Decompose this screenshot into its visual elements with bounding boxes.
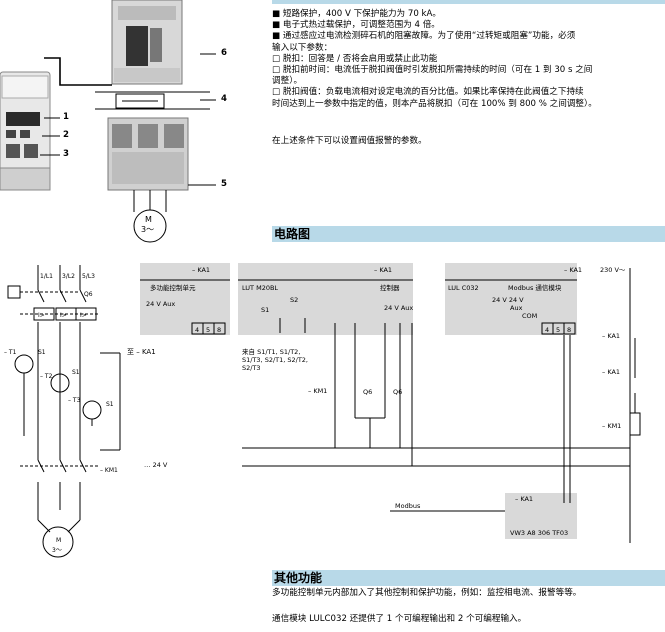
svg-text:Aux: Aux [510,304,523,312]
svg-text:S1: S1 [261,306,269,314]
callout-2: 2 [63,130,69,140]
svg-text:– KA1: – KA1 [602,368,620,376]
svg-text:S2: S2 [290,296,298,304]
svg-text:Q6: Q6 [363,388,372,396]
bullet-line: ■ 通过感应过电流检测碎石机的阻塞故障。为了使用“过转矩或阻塞”功能，必须 [272,31,576,42]
callout-1: 1 [63,112,69,122]
svg-text:来自 S1/T1, S1/T2,: 来自 S1/T1, S1/T2, [242,347,300,356]
svg-text:Q6: Q6 [84,291,93,298]
bullet-line: ■ 短路保护，400 V 下保护能力为 70 kA。 [272,9,441,19]
motor-phase: 3～ [141,225,155,234]
svg-text:4: 4 [195,326,199,334]
circuit-section-bar: 电路图 [272,226,665,242]
svg-text:5/L3: 5/L3 [82,273,95,280]
callout-6: 6 [221,48,227,58]
svg-text:LUT M20BL: LUT M20BL [242,284,278,292]
svg-text:Modbus: Modbus [395,502,421,510]
top-bar [272,0,665,4]
svg-text:I>: I> [60,312,67,319]
other-line1: 多功能控制单元内部加入了其他控制和保护功能，例如：监控相电流、报警等等。 [272,588,582,598]
bullet-line: 时间达到上一参数中指定的值，则本产品将脱扣（可在 100% 到 800 % 之间… [272,98,597,109]
svg-text:– KA1: – KA1 [602,332,620,340]
svg-text:24 V Aux: 24 V Aux [384,304,413,312]
svg-text:M: M [56,537,61,544]
svg-text:– KM1: – KM1 [100,467,118,474]
svg-text:S1: S1 [106,401,114,408]
svg-text:3～: 3～ [52,547,62,554]
svg-text:– KA1: – KA1 [564,266,582,274]
motor-m: M [145,215,152,224]
svg-text:3/L2: 3/L2 [62,273,75,280]
circuit-section-title: 电路图 [274,227,311,241]
svg-text:S1: S1 [72,369,80,376]
top-note: 在上述条件下可以设置阀值报警的参数。 [272,136,427,146]
svg-text:COM: COM [522,312,537,320]
svg-text:– KA1: – KA1 [515,495,533,503]
svg-text:VW3 A8 306 TF03: VW3 A8 306 TF03 [510,529,568,537]
bullet-line: □ 脱扣：回答是 / 否将会启用或禁止此功能 [272,53,438,64]
svg-text:– T3: – T3 [68,397,81,404]
svg-text:S2/T3: S2/T3 [242,364,261,372]
svg-text:230 V～: 230 V～ [600,266,626,274]
svg-text:Q6: Q6 [393,388,402,396]
svg-text:控制器: 控制器 [380,283,400,292]
svg-text:多功能控制单元: 多功能控制单元 [150,283,196,292]
ka1-1: – KA1 [192,266,210,274]
svg-text:24 V 24 V: 24 V 24 V [492,296,524,304]
svg-text:24 V Aux: 24 V Aux [146,300,175,308]
to-ka1-label: 至 – KA1 [127,348,156,356]
bullet-line: ■ 电子式热过载保护，可调整范围为 4 倍。 [272,20,440,31]
bullet-line: 输入以下参数： [272,42,333,53]
bullet-line: □ 脱扣阀值：负载电流相对设定电流的百分比值。如果比率保持在此阀值之下持续 [272,87,584,98]
svg-text:1/L1: 1/L1 [40,273,53,280]
callout-3: 3 [63,149,69,159]
svg-text:– KA1: – KA1 [374,266,392,274]
other-section-title: 其他功能 [274,571,323,585]
svg-text:S1: S1 [38,349,46,356]
svg-text:– KM1: – KM1 [308,387,327,395]
svg-text:– KM1: – KM1 [602,422,621,430]
svg-text:– T1: – T1 [4,349,17,356]
svg-text:… 24 V: … 24 V [144,461,168,469]
product-illustration [0,0,216,243]
svg-text:I>: I> [38,312,45,319]
svg-text:8: 8 [567,326,571,334]
callout-5: 5 [221,179,227,189]
other-line2: 通信模块 LULC032 还提供了 1 个可编程输出和 2 个可编程输入。 [272,614,527,624]
bullet-line: □ 脱扣前时间：电流低于脱扣阀值时引发脱扣所需持续的时间（可在 1 到 30 s… [272,65,593,76]
svg-text:S1/T3, S2/T1, S2/T2,: S1/T3, S2/T1, S2/T2, [242,356,308,364]
top-bullets: ■ 短路保护，400 V 下保护能力为 70 kA。 ■ 电子式热过载保护，可调… [272,9,664,110]
svg-text:8: 8 [217,326,221,334]
svg-text:4: 4 [545,326,549,334]
svg-text:Modbus 通信模块: Modbus 通信模块 [508,283,562,292]
svg-text:– T2: – T2 [40,373,53,380]
svg-text:5: 5 [556,326,560,334]
svg-text:I>: I> [80,312,87,319]
svg-text:LUL C032: LUL C032 [448,284,479,292]
callout-4: 4 [221,94,227,104]
other-section-bar: 其他功能 [272,570,665,586]
svg-text:5: 5 [206,326,210,334]
bullet-line: 调整）。 [272,76,303,87]
